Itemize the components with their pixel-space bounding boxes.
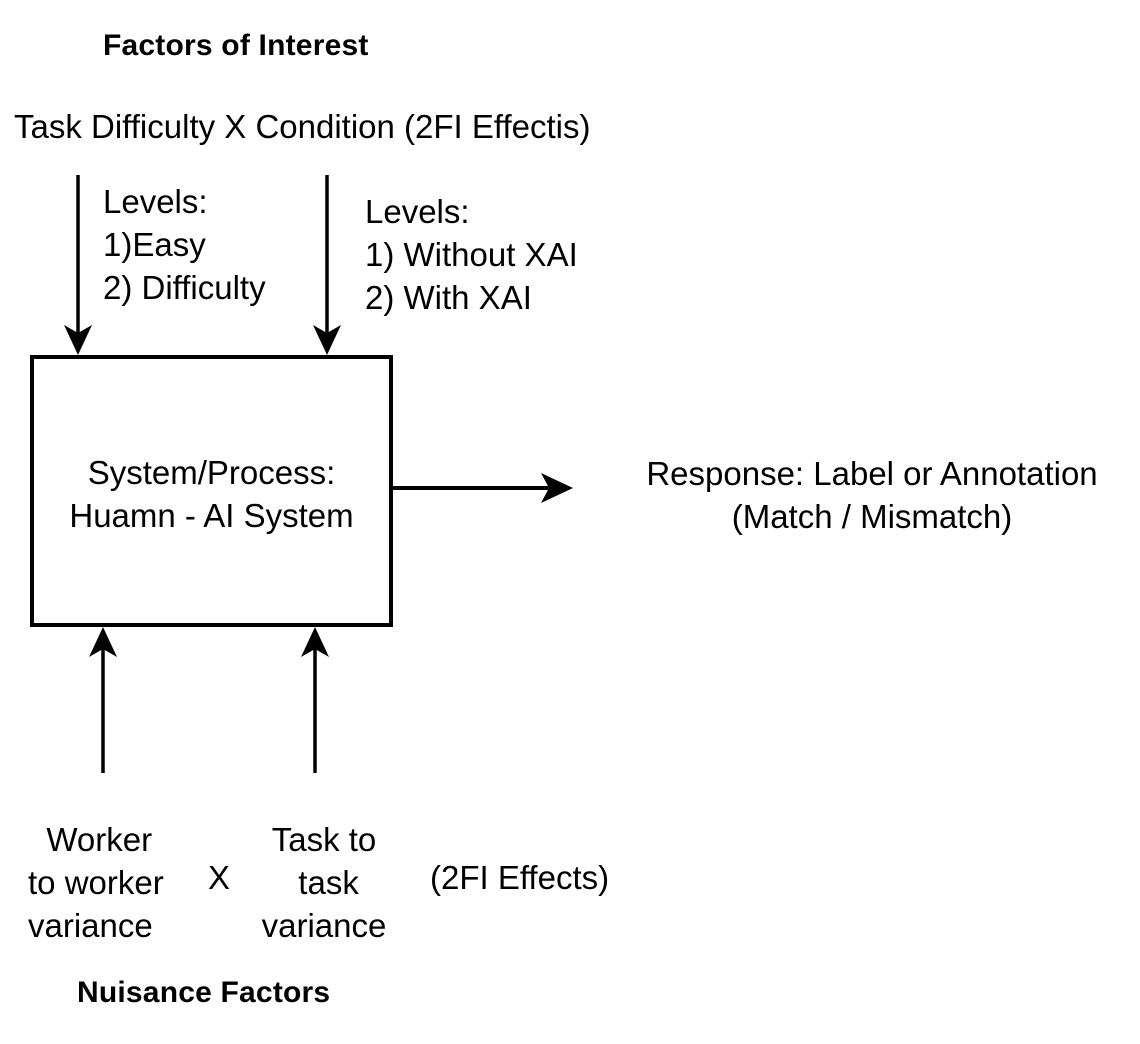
nuisance-factors-heading: Nuisance Factors (77, 976, 331, 1009)
nuisance-effects-note: (2FI Effects) (430, 859, 610, 896)
arrow-worker-variance (89, 627, 117, 773)
nuisance-separator: X (208, 859, 231, 896)
levels-condition: Levels: 1) Without XAI 2) With XAI (365, 193, 578, 316)
arrow-task-difficulty (64, 175, 92, 355)
process-box: System/Process: Huamn - AI System (30, 355, 393, 627)
arrow-response (393, 473, 573, 503)
process-box-label: System/Process: Huamn - AI System (69, 454, 354, 534)
arrow-condition (313, 175, 341, 355)
nuisance-worker-variance: Worker to worker variance (28, 821, 164, 944)
factors-of-interest-line: Task Difficulty X Condition (2FI Effecti… (14, 108, 591, 145)
response-label: Response: Label or Annotation (Match / M… (646, 455, 1098, 535)
arrow-task-variance (301, 627, 329, 773)
levels-task-difficulty: Levels: 1)Easy 2) Difficulty (103, 183, 266, 306)
nuisance-task-variance: Task to task variance (261, 821, 387, 944)
factors-of-interest-heading: Factors of Interest (103, 29, 369, 62)
